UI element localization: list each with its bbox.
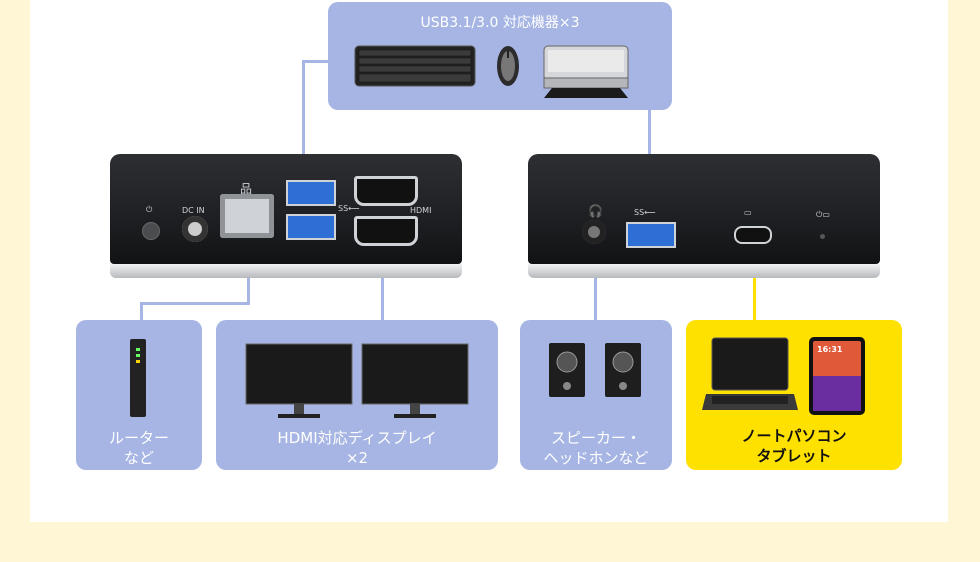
tablet-clock: 16:31 xyxy=(817,345,843,354)
hdmi-port-2[interactable] xyxy=(354,216,418,246)
led-indicator xyxy=(820,234,825,239)
usb-logo-icon: SS⟵ xyxy=(634,208,656,217)
line-router-v2 xyxy=(140,302,143,322)
line-top-left-down xyxy=(302,60,305,156)
line-router-h xyxy=(140,302,250,305)
printer-icon xyxy=(543,45,629,98)
line-top-right-down xyxy=(648,110,651,156)
power-button[interactable] xyxy=(142,222,160,240)
keyboard-icon xyxy=(354,45,476,87)
hdmi-port-1[interactable] xyxy=(354,176,418,206)
line-top-left xyxy=(302,60,330,63)
dc-in-port[interactable] xyxy=(182,216,208,242)
dock-front-panel: 🎧 SS⟵ ▭ ⏻▭ xyxy=(528,154,880,278)
line-speaker-v xyxy=(594,276,597,322)
usb-logo-icon: SS⟵ xyxy=(338,204,360,213)
usb-port-1[interactable] xyxy=(286,180,336,206)
audio-jack[interactable] xyxy=(582,220,606,244)
hdmi-display-line1: HDMI対応ディスプレイ xyxy=(277,429,437,447)
speaker-box: スピーカー・ ヘッドホンなど xyxy=(520,320,672,470)
hdmi-label: HDMI xyxy=(410,206,432,215)
usb-devices-title: USB3.1/3.0 対応機器×3 xyxy=(420,15,580,31)
tablet-icon: 16:31 xyxy=(809,337,865,415)
hdmi-display-box: HDMI対応ディスプレイ ×2 xyxy=(216,320,498,470)
lan-icon: 品 xyxy=(240,182,253,196)
usb-front-port[interactable] xyxy=(626,222,676,248)
speaker-line2: ヘッドホンなど xyxy=(543,449,649,467)
laptop-line1: ノートパソコン xyxy=(741,427,847,445)
speaker-icon xyxy=(549,343,585,397)
line-hdmi-v xyxy=(381,276,384,322)
usb-c-port[interactable] xyxy=(734,226,772,244)
laptop-line2: タブレット xyxy=(756,447,832,465)
router-line1: ルーター xyxy=(108,429,169,447)
router-line2: など xyxy=(123,449,154,467)
laptop-icon xyxy=(702,337,798,410)
lan-port[interactable] xyxy=(220,194,274,238)
mouse-icon xyxy=(497,46,519,86)
router-box: ルーター など xyxy=(76,320,202,470)
headphone-icon: 🎧 xyxy=(588,204,603,218)
power-laptop-icon: ⏻▭ xyxy=(816,210,830,219)
laptop-small-icon: ▭ xyxy=(744,208,752,217)
dc-in-label: DC IN xyxy=(182,206,205,215)
hdmi-display-line2: ×2 xyxy=(345,449,369,467)
usb-devices-box: USB3.1/3.0 対応機器×3 xyxy=(328,2,672,110)
laptop-tablet-box: 16:31 ノートパソコン タブレット xyxy=(686,320,902,470)
dock-rear-panel: ⏻ DC IN 品 SS⟵ HDMI xyxy=(110,154,462,278)
monitor-icon-2 xyxy=(361,343,469,418)
line-laptop-v xyxy=(753,276,756,322)
speaker-line1: スピーカー・ xyxy=(550,429,641,447)
speaker-icon-2 xyxy=(605,343,641,397)
router-icon xyxy=(130,339,146,417)
monitor-icon xyxy=(245,343,353,418)
line-router-v1 xyxy=(247,276,250,304)
usb-port-2[interactable] xyxy=(286,214,336,240)
